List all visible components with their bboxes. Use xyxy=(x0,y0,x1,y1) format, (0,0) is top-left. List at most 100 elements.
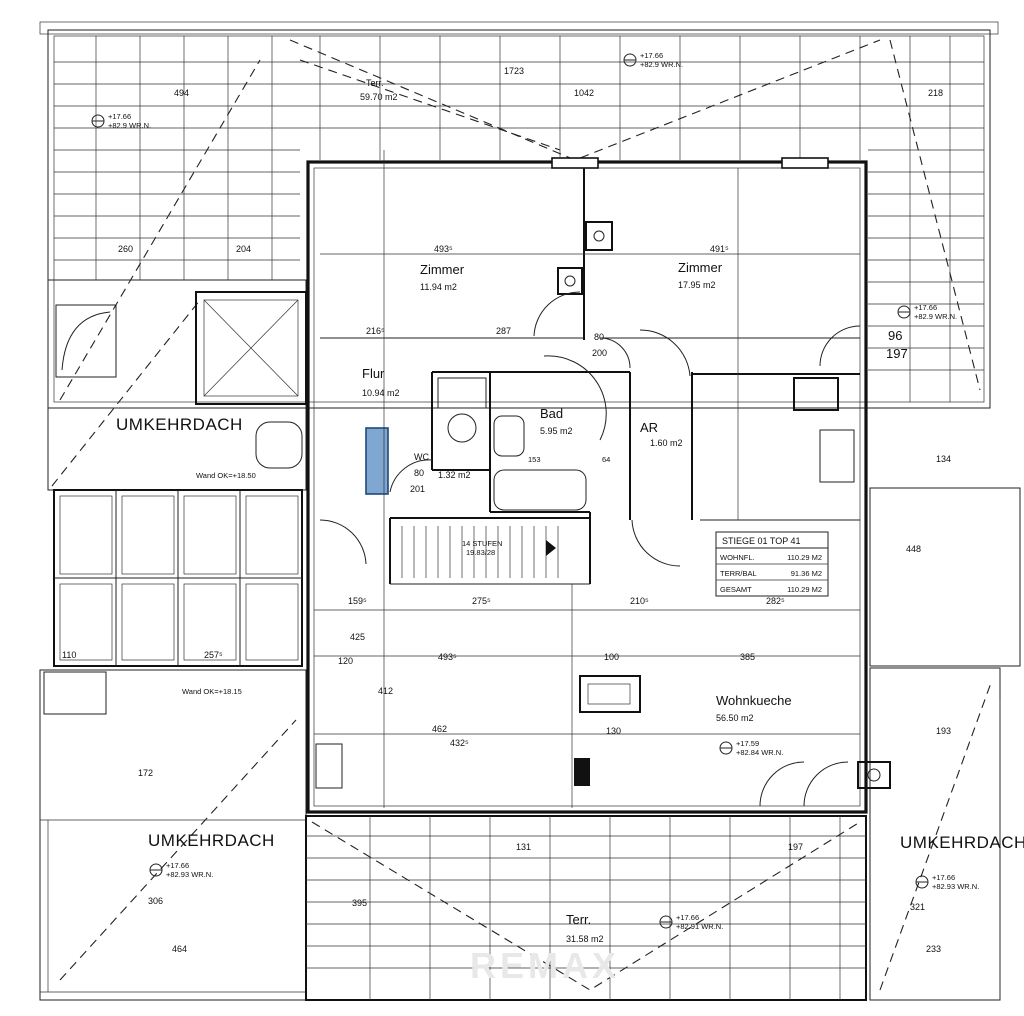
room-area-terr-bottom: 31.58 m2 xyxy=(566,934,604,944)
info-box-title: STIEGE 01 TOP 41 xyxy=(722,536,801,546)
elevation-marker: +17.66 +82.93 WR.N. xyxy=(149,861,213,879)
room-area-zimmer-1: 11.94 m2 xyxy=(420,282,457,292)
stairs-sub-label: 19.83/28 xyxy=(466,548,495,557)
elevation-line-1: +17.66 xyxy=(932,873,955,882)
left-window-block xyxy=(53,489,303,667)
dimension-label: 395 xyxy=(352,898,367,908)
room-area-bad: 5.95 m2 xyxy=(540,426,573,436)
elevation-marker: +17.59 +82.84 WR.N. xyxy=(719,739,783,757)
dimension-label: 210⁵ xyxy=(630,596,649,606)
roof-label-left-bottom: UMKEHRDACH xyxy=(148,831,275,850)
dimension-label: 197 xyxy=(886,346,908,361)
stairs-label: 14 STUFEN xyxy=(462,539,502,548)
elevation-line-1: +17.66 xyxy=(166,861,189,870)
dimension-label: 448 xyxy=(906,544,921,554)
dimension-label: 110 xyxy=(62,650,76,660)
elevation-line-1: +17.59 xyxy=(736,739,759,748)
room-labels: Zimmer 11.94 m2 Zimmer 17.95 m2 Flur 10.… xyxy=(360,78,792,944)
room-name-bad: Bad xyxy=(540,406,563,421)
bottom-terrace xyxy=(305,815,867,1001)
top-terrace-grid xyxy=(39,21,999,409)
room-name-wohnkueche: Wohnkueche xyxy=(716,693,792,708)
dimension-label: 1042 xyxy=(574,88,594,98)
elevation-line-2: +82.91 WR.N. xyxy=(676,922,723,931)
dimension-label: 464 xyxy=(172,944,187,954)
room-name-flur: Flur xyxy=(362,366,385,381)
elevation-line-2: +82.93 WR.N. xyxy=(932,882,979,891)
info-row-value: 91.36 M2 xyxy=(791,569,822,578)
dimension-label: 494 xyxy=(174,88,189,98)
wand-ok-label: Wand OK=+18.50 xyxy=(196,471,256,480)
dimension-label: 321 xyxy=(910,902,925,912)
dimension-label: 257⁵ xyxy=(204,650,223,660)
dimension-label: 130 xyxy=(606,726,621,736)
dimension-label: 306 xyxy=(148,896,163,906)
dimension-label: 1723 xyxy=(504,66,524,76)
elevation-marker: +17.66 +82.9 WR.N. xyxy=(91,112,151,130)
dimension-label: 159⁵ xyxy=(348,596,367,606)
elevation-line-2: +82.93 WR.N. xyxy=(166,870,213,879)
dimension-label: 172 xyxy=(138,768,153,778)
dimension-label: 134 xyxy=(936,454,951,464)
dimension-label: 218 xyxy=(928,88,943,98)
elevation-line-2: +82.9 WR.N. xyxy=(108,121,151,130)
dimension-label: 233 xyxy=(926,944,941,954)
room-name-ar: AR xyxy=(640,420,658,435)
dimension-label: 412 xyxy=(378,686,393,696)
room-area-flur: 10.94 m2 xyxy=(362,388,400,398)
dimension-label: 425 xyxy=(350,632,365,642)
room-area-ar: 1.60 m2 xyxy=(650,438,683,448)
elevation-line-2: +82.9 WR.N. xyxy=(914,312,957,321)
dimension-label: 204 xyxy=(236,244,251,254)
dimension-label: 462 xyxy=(432,724,447,734)
elevation-line-1: +17.66 xyxy=(640,51,663,60)
dimension-label: 216⁵ xyxy=(366,326,385,336)
elevation-line-1: +17.66 xyxy=(676,913,699,922)
dimension-labels: 1723 1042 494 218 260 204 493⁵ 491⁵ 287 … xyxy=(62,66,951,954)
elevation-marker: +17.66 +82.93 WR.N. xyxy=(915,873,979,891)
elevation-line-2: +82.84 WR.N. xyxy=(736,748,783,757)
dimension-label: 153 xyxy=(528,455,541,464)
room-name-terr-top: Terr. xyxy=(366,78,384,88)
elevation-marker: +17.66 +82.9 WR.N. xyxy=(897,303,957,321)
apartment-walls xyxy=(306,150,868,814)
dimension-label: 100 xyxy=(604,652,619,662)
room-area-wc: 1.32 m2 xyxy=(438,470,471,480)
room-area-wohnkueche: 56.50 m2 xyxy=(716,713,754,723)
dimension-label: 120 xyxy=(338,656,353,666)
dimension-label: 80 xyxy=(414,468,424,478)
dimension-label: 432⁵ xyxy=(450,738,469,748)
elevation-line-1: +17.66 xyxy=(108,112,131,121)
dimension-label: 282⁵ xyxy=(766,596,785,606)
dimension-label: 275⁵ xyxy=(472,596,491,606)
dimension-label: 64 xyxy=(602,455,610,464)
dimension-label: 197 xyxy=(788,842,803,852)
dimension-label: 491⁵ xyxy=(710,244,729,254)
dimension-label: 493⁵ xyxy=(438,652,457,662)
info-row-label: GESAMT xyxy=(720,585,752,594)
roof-label-left-mid: UMKEHRDACH xyxy=(116,415,243,434)
info-row-label: WOHNFL. xyxy=(720,553,755,562)
dimension-label: 287 xyxy=(496,326,511,336)
elevation-line-2: +82.9 WR.N. xyxy=(640,60,683,69)
roof-labels: UMKEHRDACH UMKEHRDACH UMKEHRDACH Wand OK… xyxy=(116,415,1024,852)
wand-ok-label: Wand OK=+18.15 xyxy=(182,687,242,696)
roof-label-right-bottom: UMKEHRDACH xyxy=(900,833,1024,852)
info-box: STIEGE 01 TOP 41 WOHNFL. 110.29 M2 TERR/… xyxy=(715,531,829,597)
room-name-wc: WC xyxy=(414,452,429,462)
elevation-line-1: +17.66 xyxy=(914,303,937,312)
dimension-label: 193 xyxy=(936,726,951,736)
dimension-label: 200 xyxy=(592,348,607,358)
dimension-label: 493⁵ xyxy=(434,244,453,254)
dimension-label: 260 xyxy=(118,244,133,254)
dimension-label: 385 xyxy=(740,652,755,662)
dimension-label: 201 xyxy=(410,484,425,494)
dimension-label: 96 xyxy=(888,328,902,343)
elevation-markers: +17.66 +82.9 WR.N. +17.66 +82.9 WR.N. +1… xyxy=(91,51,979,931)
elevation-marker: +17.66 +82.9 WR.N. xyxy=(623,51,683,69)
room-name-zimmer-1: Zimmer xyxy=(420,262,465,277)
watermark: REMAX xyxy=(470,945,620,986)
room-name-terr-bottom: Terr. xyxy=(566,912,591,927)
info-row-value: 110.29 M2 xyxy=(787,553,822,562)
